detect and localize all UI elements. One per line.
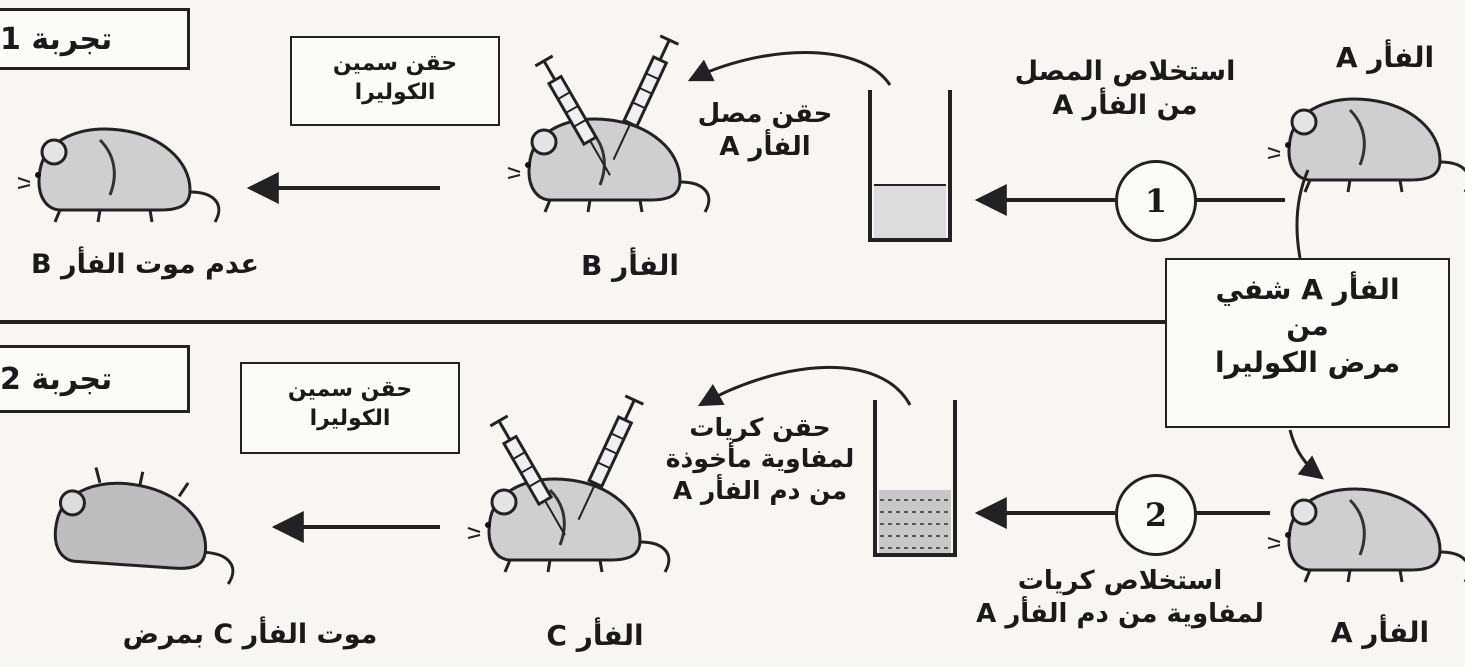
inject-cells-line-3: من دم الفأر A <box>672 475 848 505</box>
mouse-a2-label: الفأر A <box>1330 616 1430 649</box>
mouse-a2-icon <box>1266 487 1465 584</box>
toxin-box-1-line-2: الكوليرا <box>354 79 436 105</box>
inject-serum-line-2: الفأر A <box>719 131 811 162</box>
mouse-a-icon <box>1266 97 1465 194</box>
step-1-circle: 1 <box>1115 160 1197 242</box>
cured-mouse-box: الفأر A شفي من مرض الكوليرا <box>1165 258 1450 428</box>
inject-cells-line-2: لمفاوية مأخوذة <box>665 444 855 474</box>
result-1-label: عدم موت الفأر B <box>31 249 259 280</box>
test-tube-cells-icon <box>873 400 957 557</box>
curved-arrow <box>687 51 892 86</box>
step-2-circle: 2 <box>1115 474 1197 556</box>
extract-cells-line-2: لمفاوية من دم الفأر A <box>976 598 1264 629</box>
extract-serum-label: استخلاص المصل من الفأر A <box>990 55 1260 123</box>
mouse-b-label: الفأر B <box>581 249 679 282</box>
experiment-2-tag: تجربة 2 <box>0 345 190 413</box>
cured-line-1: الفأر A شفي <box>1215 273 1400 306</box>
inject-cells-line-1: حقن كريات <box>689 413 831 442</box>
extract-serum-line-1: استخلاص المصل <box>1014 56 1236 87</box>
inject-cells-label: حقن كريات لمفاوية مأخوذة من دم الفأر A <box>660 412 860 506</box>
experiment-1-tag: تجربة 1 <box>0 8 190 70</box>
mouse-a-label: الفأر A <box>1335 41 1435 74</box>
mouse-c-icon <box>466 477 671 574</box>
toxin-box-2-line-2: الكوليرا <box>309 405 391 431</box>
inject-serum-label: حقن مصل الفأر A <box>690 98 840 163</box>
mouse-b-result-icon <box>16 127 221 224</box>
result-2-label: موت الفأر C بمرض <box>122 619 378 650</box>
test-tube-serum-icon <box>868 90 952 242</box>
extract-serum-line-2: من الفأر A <box>1052 89 1198 121</box>
curved-arrow <box>697 366 912 407</box>
inject-serum-line-1: حقن مصل <box>697 99 833 129</box>
cured-line-2: من <box>1286 309 1329 343</box>
dead-mouse-icon <box>54 467 235 585</box>
extract-cells-line-1: استخلاص كريات <box>1017 566 1223 596</box>
connector-line <box>1295 169 1310 259</box>
mouse-b-icon <box>506 117 711 214</box>
mouse-c-label: الفأر C <box>546 619 644 652</box>
toxin-box-2-line-1: حقن سمين <box>287 377 413 402</box>
cured-line-3: مرض الكوليرا <box>1214 345 1401 379</box>
toxin-box-2: حقن سمين الكوليرا <box>240 362 460 454</box>
toxin-box-1-line-1: حقن سمين <box>332 51 458 76</box>
connector-arrow <box>1288 429 1324 480</box>
extract-cells-label: استخلاص كريات لمفاوية من دم الفأر A <box>960 565 1280 630</box>
toxin-box-1: حقن سمين الكوليرا <box>290 36 500 126</box>
